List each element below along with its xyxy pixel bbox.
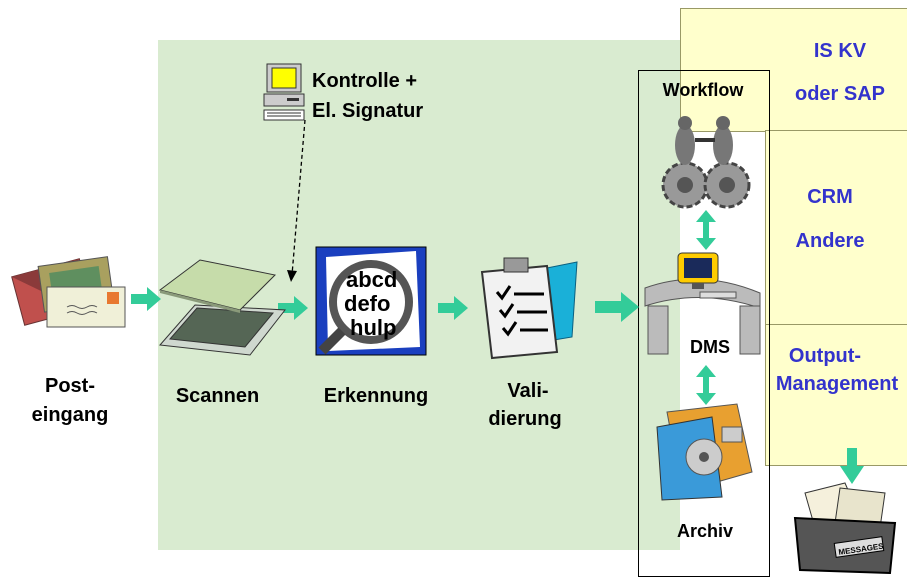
scanner-icon <box>158 259 286 356</box>
label-dms: DMS <box>690 337 730 357</box>
arrow-down-icon <box>840 448 864 484</box>
label-kontrolle: Kontrolle + <box>312 70 418 92</box>
system-label-output: Output- <box>788 345 862 367</box>
label-vali: Vali- <box>507 380 549 402</box>
system-label-crm: CRM <box>807 186 853 208</box>
messages-basket-icon: MESSAGES <box>793 482 897 575</box>
ocr-text-1: abcd <box>346 267 397 292</box>
label-el-signatur: El. Signatur <box>312 100 424 122</box>
label-eingang: eingang <box>31 404 109 426</box>
mail-icon <box>11 256 126 328</box>
system-box-output <box>765 324 907 466</box>
system-label-sap: oder SAP <box>794 83 886 105</box>
arrow-icon <box>438 296 468 320</box>
ocr-text-3: hulp <box>350 315 396 340</box>
system-label-management: Management <box>775 373 899 395</box>
system-box-crm <box>765 130 907 326</box>
label-erkennung: Erkennung <box>323 385 429 407</box>
dashed-arrow <box>287 119 306 282</box>
arrow-icon <box>131 287 161 311</box>
ocr-magnifier-icon: abcd defo hulp <box>315 246 427 356</box>
computer-icon <box>263 63 305 121</box>
label-archiv: Archiv <box>676 521 734 541</box>
system-label-andere: Andere <box>795 230 865 252</box>
ocr-text-2: defo <box>344 291 390 316</box>
gears-icon <box>661 116 751 209</box>
system-label-is-kv: IS KV <box>813 40 867 62</box>
label-post: Post- <box>45 375 95 397</box>
label-workflow: Workflow <box>662 80 744 100</box>
floppy-disk-icon <box>656 403 753 501</box>
label-scannen: Scannen <box>175 385 260 407</box>
arrow-icon <box>595 292 639 322</box>
arrow-icon <box>278 296 308 320</box>
double-arrow-icon <box>696 365 716 405</box>
clipboard-icon <box>480 257 578 360</box>
double-arrow-icon <box>696 210 716 250</box>
label-dierung: dierung <box>488 408 562 430</box>
dms-panel <box>638 70 770 577</box>
dms-desk-icon <box>644 252 761 355</box>
